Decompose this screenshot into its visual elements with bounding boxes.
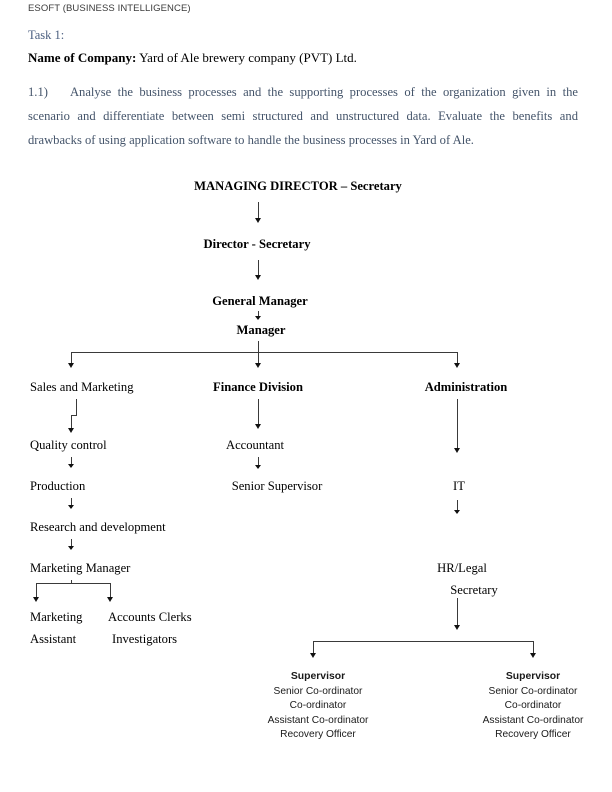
arrow-bus-to-administration: [453, 363, 460, 368]
arrow-finance-to-accountant: [254, 424, 261, 429]
org-node-quality-control: Quality control: [30, 438, 107, 452]
org-node-research-and-development: Research and development: [30, 520, 166, 534]
connector-mm-bus: [36, 583, 111, 584]
question-text: Analyse the business processes and the s…: [28, 85, 578, 148]
connector-bus-to-supervisor-right: [533, 641, 534, 655]
supervisor-title-left: Supervisor: [290, 671, 346, 682]
connector-production-to-rnd: [71, 498, 72, 508]
arrow-mm-to-accounts-clerks: [106, 597, 113, 602]
arrow-sales-to-quality: [67, 428, 74, 433]
arrow-production-to-rnd: [68, 505, 74, 509]
arrow-director-to-gm: [254, 275, 261, 280]
connector-mm-to-marketing-assistant: [36, 583, 37, 599]
company-line: Name of Company: Yard of Ale brewery com…: [28, 50, 357, 66]
connector-mm-stem: [71, 580, 72, 584]
org-node-hr-legal: HR/Legal: [437, 561, 487, 575]
document-header: ESOFT (BUSINESS INTELLIGENCE): [28, 3, 191, 14]
arrow-bus-to-supervisor-left: [309, 653, 316, 658]
supervisor-role-right-3: Recovery Officer: [495, 729, 571, 741]
arrow-hr-to-supervisor-bus: [453, 625, 460, 630]
org-node-senior-supervisor: Senior Supervisor: [231, 479, 323, 493]
org-node-accountant: Accountant: [225, 438, 285, 452]
connector-mm-to-accounts-clerks: [110, 583, 111, 599]
connector-sales-jog-bottom: [71, 415, 72, 430]
arrow-bus-to-sales: [67, 363, 74, 368]
supervisor-role-left-2: Assistant Co-ordinator: [267, 714, 369, 726]
connector-it-to-hr-legal: [457, 500, 458, 513]
org-node-hr-secretary: Secretary: [450, 583, 498, 597]
org-node-marketing-assistant-line2: Assistant: [30, 632, 77, 646]
org-node-finance-division: Finance Division: [213, 380, 303, 394]
connector-bus-to-sales: [71, 352, 72, 365]
org-node-production: Production: [30, 479, 86, 493]
connector-bus-to-administration: [457, 352, 458, 365]
connector-sales-jog-mid: [71, 415, 77, 416]
arrow-bus-to-finance: [254, 363, 261, 368]
task-label: Task 1:: [28, 28, 65, 42]
org-node-marketing-assistant-line1: Marketing: [30, 610, 83, 624]
supervisor-role-left-3: Recovery Officer: [280, 729, 356, 741]
org-node-marketing-manager: Marketing Manager: [30, 561, 131, 575]
connector-director-to-gm: [258, 260, 259, 277]
connector-finance-to-accountant: [258, 399, 259, 426]
supervisor-role-left-1: Co-ordinator: [289, 700, 347, 712]
arrow-mm-to-marketing-assistant: [32, 597, 39, 602]
org-node-director-secretary: Director - Secretary: [203, 237, 311, 251]
connector-sales-jog-top: [76, 399, 77, 416]
org-node-sales-and-marketing: Sales and Marketing: [30, 380, 134, 394]
supervisor-role-right-0: Senior Co-ordinator: [488, 685, 578, 697]
supervisor-title-right: Supervisor: [505, 671, 561, 682]
connector-bus-to-finance: [258, 352, 259, 365]
connector-manager-to-bus: [258, 341, 259, 353]
org-node-accounts-clerks-line2: Investigators: [112, 632, 178, 646]
connector-md-to-director: [258, 202, 259, 220]
org-node-accounts-clerks-line1: Accounts Clerks: [108, 610, 192, 624]
supervisor-unit-left: Supervisor Senior Co-ordinator Co-ordina…: [268, 670, 369, 743]
arrow-gm-to-manager: [255, 316, 261, 320]
arrow-rnd-to-marketing-manager: [68, 546, 74, 550]
arrow-it-to-hr-legal: [454, 510, 460, 514]
question-number: 1.1): [28, 85, 48, 99]
arrow-accountant-to-senior-supervisor: [255, 465, 261, 469]
org-node-administration: Administration: [424, 380, 508, 394]
connector-admin-to-it: [457, 399, 458, 451]
org-node-general-manager: General Manager: [212, 294, 308, 308]
connector-hr-to-supervisors: [457, 598, 458, 628]
org-node-manager: Manager: [236, 323, 286, 337]
org-node-managing-director: MANAGING DIRECTOR – Secretary: [194, 179, 402, 193]
question-paragraph: 1.1)Analyse the business processes and t…: [28, 80, 578, 153]
connector-gm-to-manager: [258, 311, 259, 319]
arrow-bus-to-supervisor-right: [529, 653, 536, 658]
org-node-it: IT: [453, 479, 465, 493]
supervisor-role-left-0: Senior Co-ordinator: [273, 685, 363, 697]
connector-bus-to-supervisor-left: [313, 641, 314, 655]
connector-rnd-to-marketing-manager: [71, 539, 72, 549]
connector-division-bus: [71, 352, 458, 353]
connector-quality-to-production: [71, 457, 72, 467]
supervisor-unit-right: Supervisor Senior Co-ordinator Co-ordina…: [483, 670, 584, 743]
supervisor-role-right-1: Co-ordinator: [504, 700, 562, 712]
arrow-md-to-director: [254, 218, 261, 223]
connector-accountant-to-senior-supervisor: [258, 457, 259, 468]
company-label: Name of Company:: [28, 50, 137, 65]
arrow-quality-to-production: [68, 464, 74, 468]
connector-supervisor-bus: [313, 641, 534, 642]
arrow-admin-to-it: [453, 448, 460, 453]
supervisor-role-right-2: Assistant Co-ordinator: [482, 714, 584, 726]
company-value: Yard of Ale brewery company (PVT) Ltd.: [136, 50, 357, 65]
